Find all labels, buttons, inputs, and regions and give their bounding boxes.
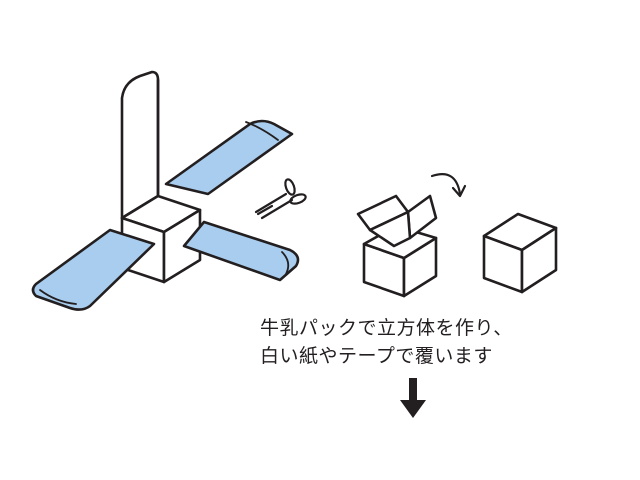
scissors-icon (254, 178, 307, 220)
instruction-caption: 牛乳パックで立方体を作り、 白い紙やテープで覆います (260, 314, 600, 370)
cube-with-lid (356, 194, 438, 298)
caption-line-2: 白い紙やテープで覆います (260, 345, 493, 367)
finished-cube (482, 212, 558, 294)
flap-lower-right (182, 220, 300, 282)
flap-upper-right (164, 119, 294, 196)
lid-flap-side (406, 194, 438, 240)
lid-flap-inner (368, 210, 412, 248)
finished-cube-right (520, 226, 558, 294)
flap-lower-left-fold (39, 289, 77, 305)
flap-lower-right-fold (281, 251, 290, 275)
flap-upper-right-fold (245, 121, 279, 141)
carton-back-panel (120, 70, 160, 220)
curved-arrow-icon (430, 173, 467, 198)
unfolded-milk-carton (31, 70, 300, 311)
down-arrow-icon (400, 378, 426, 418)
flap-lower-left (31, 228, 156, 311)
cube-right-face (162, 208, 202, 284)
caption-line-1: 牛乳パックで立方体を作り、 (260, 317, 513, 339)
